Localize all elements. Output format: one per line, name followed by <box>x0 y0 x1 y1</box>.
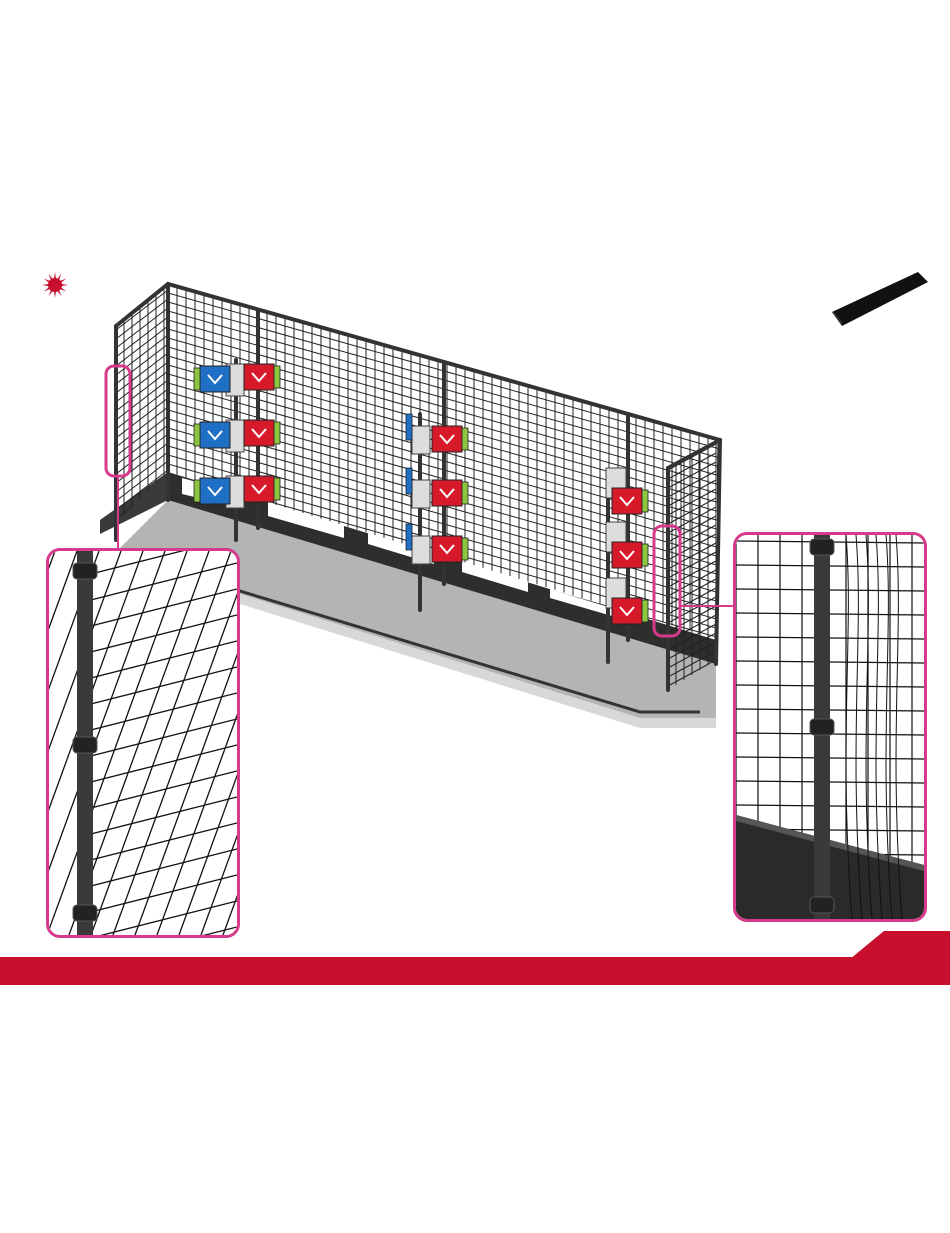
net-detail-right <box>736 535 924 919</box>
net-detail-left <box>49 551 237 935</box>
footer-tab <box>850 931 950 959</box>
footer-bar <box>0 957 950 985</box>
target-group-3 <box>606 468 648 624</box>
target-group-1 <box>194 364 280 508</box>
target-group-2 <box>406 414 468 564</box>
zoom-callout-right <box>733 532 927 922</box>
zoom-callout-left <box>46 548 240 938</box>
